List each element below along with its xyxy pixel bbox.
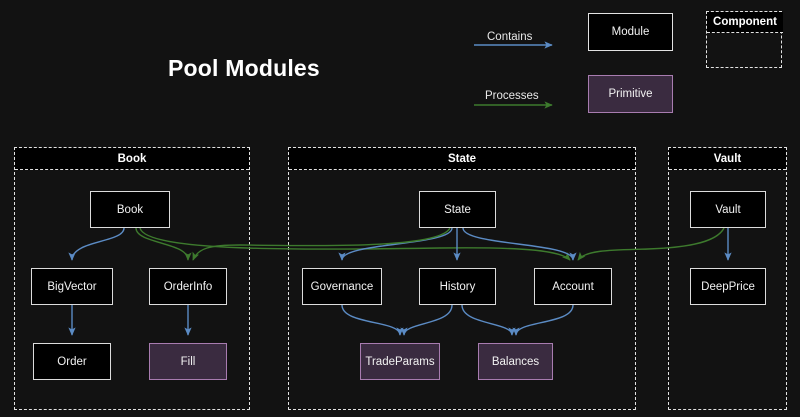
- group-state: State: [288, 147, 636, 410]
- page-title: Pool Modules: [168, 55, 320, 81]
- node-balances[interactable]: Balances: [478, 343, 553, 380]
- node-account[interactable]: Account: [534, 268, 612, 305]
- legend-module-box: Module: [588, 13, 673, 51]
- node-vault[interactable]: Vault: [690, 191, 766, 228]
- legend-processes-label: Processes: [485, 90, 539, 102]
- node-deepprice[interactable]: DeepPrice: [690, 268, 766, 305]
- node-bigvector[interactable]: BigVector: [31, 268, 113, 305]
- node-state[interactable]: State: [419, 191, 496, 228]
- group-book: Book: [14, 147, 250, 410]
- node-orderinfo[interactable]: OrderInfo: [149, 268, 227, 305]
- group-state-label: State: [289, 148, 635, 170]
- legend-component-label: Component: [707, 12, 783, 33]
- node-history[interactable]: History: [419, 268, 496, 305]
- node-tradeparams[interactable]: TradeParams: [360, 343, 440, 380]
- node-fill[interactable]: Fill: [149, 343, 227, 380]
- group-book-label: Book: [15, 148, 249, 170]
- legend-contains-label: Contains: [487, 31, 533, 43]
- node-order[interactable]: Order: [33, 343, 111, 380]
- node-book[interactable]: Book: [90, 191, 170, 228]
- group-vault: Vault: [668, 147, 787, 410]
- node-governance[interactable]: Governance: [302, 268, 382, 305]
- legend-component-box: Component: [706, 11, 783, 68]
- group-vault-label: Vault: [669, 148, 786, 170]
- legend-primitive-box: Primitive: [588, 75, 673, 113]
